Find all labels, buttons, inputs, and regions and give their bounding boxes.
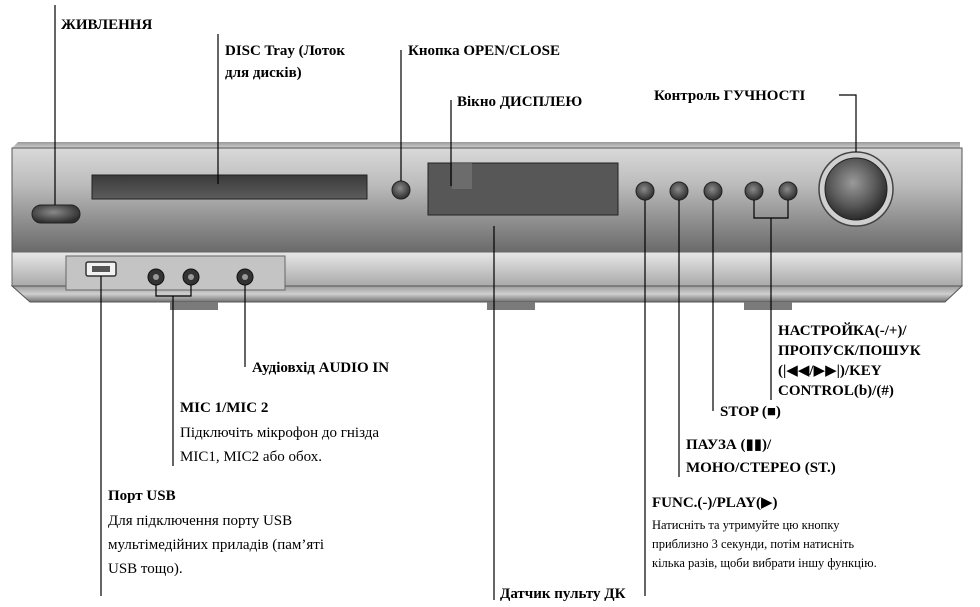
open-close-button[interactable]: [391, 180, 411, 200]
tuning-label-line4: CONTROL(b)/(#): [778, 383, 894, 399]
disc-tray-label-line2: для дисків): [225, 65, 302, 81]
usb-desc-line3: USB тощо).: [108, 561, 183, 577]
leader-lines: [54, 5, 857, 600]
tuning-label-line2: ПРОПУСК/ПОШУК: [778, 343, 921, 359]
unit-top: [12, 142, 960, 148]
tuning-label-line1: НАСТРОЙКА(-/+)/: [778, 323, 907, 339]
mic2-jack-hole: [188, 274, 194, 280]
tuning-minus-button[interactable]: [744, 181, 764, 201]
volume-label: Контроль ГУЧНОСТІ: [654, 88, 806, 104]
open-close-label: Кнопка OPEN/CLOSE: [408, 43, 561, 59]
foot-center: [487, 302, 535, 310]
leader-volume: [839, 94, 857, 152]
display-window-label: Вікно ДИСПЛЕЮ: [457, 94, 583, 110]
mic-desc-line1: Підключіть мікрофон до гнізда: [180, 425, 380, 441]
func-play-button[interactable]: [635, 181, 655, 201]
foot-right: [744, 302, 792, 310]
pause-label-line1: ПАУЗА (▮▮)/: [686, 437, 772, 453]
stop-button[interactable]: [703, 181, 723, 201]
volume-knob[interactable]: [824, 157, 888, 221]
display-glare: [452, 163, 472, 189]
pause-mono-stereo-button[interactable]: [669, 181, 689, 201]
func-play-desc-line2: приблизно 3 секунди, потім натисніть: [652, 537, 855, 551]
power-button[interactable]: [31, 204, 81, 224]
audio-in-label: Аудіовхід AUDIO IN: [252, 360, 390, 376]
input-panel: [65, 255, 286, 291]
tuning-label-line3: (|◀◀/▶▶|)/KEY: [778, 363, 882, 379]
usb-label: Порт USB: [108, 488, 176, 504]
mic-desc-line2: MIC1, MIC2 або обох.: [180, 449, 322, 465]
stop-label: STOP (■): [720, 404, 781, 420]
func-play-desc-line3: кілька разів, щоби вибрати іншу функцію.: [652, 556, 877, 570]
audio-in-jack-hole: [242, 274, 248, 280]
foot-left: [170, 302, 218, 310]
mic1-jack-hole: [153, 274, 159, 280]
disc-tray[interactable]: [91, 174, 368, 200]
usb-port-inner: [92, 266, 110, 272]
mic-label: MIC 1/MIC 2: [180, 400, 269, 416]
remote-sensor-label: Датчик пульту ДК: [500, 586, 626, 602]
tuning-plus-button[interactable]: [778, 181, 798, 201]
func-play-desc-line1: Натисніть та утримуйте цю кнопку: [652, 518, 840, 532]
usb-desc-line2: мультімедійних приладів (пам’яті: [108, 537, 325, 553]
power-label: ЖИВЛЕННЯ: [61, 17, 153, 33]
pause-label-line2: МОНО/СТЕРЕО (ST.): [686, 460, 836, 476]
func-play-label: FUNC.(-)/PLAY(▶): [652, 495, 778, 511]
disc-tray-label-line1: DISC Tray (Лоток: [225, 43, 346, 59]
usb-desc-line1: Для підключення порту USB: [108, 513, 293, 529]
